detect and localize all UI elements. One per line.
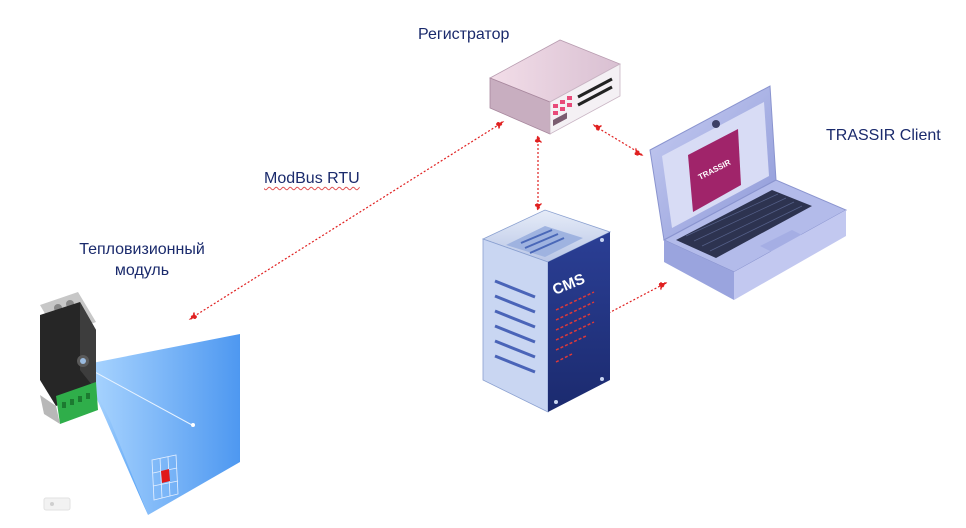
trassir-screen — [688, 129, 741, 212]
cms-server: CMS — [481, 209, 612, 413]
laptop-client: TRASSIR — [649, 85, 848, 300]
registrar-device — [489, 39, 621, 135]
thermal-label-line1: Тепловизионный — [79, 241, 205, 258]
link-registrar-client — [592, 124, 644, 156]
thermal-module-label: Тепловизионный модуль — [62, 239, 222, 281]
thermal-label-line2: модуль — [114, 262, 170, 279]
target-pixel — [161, 469, 170, 483]
modbus-rtu-label: ModBus RTU — [264, 170, 360, 187]
thermal-module — [40, 292, 98, 424]
thermal-fov-cone — [81, 334, 240, 515]
registrar-label: Регистратор — [418, 26, 510, 43]
link-server-client — [604, 282, 668, 316]
footer-mark — [43, 497, 71, 511]
link-registrar-server — [534, 134, 542, 212]
link-registrar-thermal — [188, 121, 505, 320]
trassir-client-label: TRASSIR Client — [826, 127, 941, 144]
